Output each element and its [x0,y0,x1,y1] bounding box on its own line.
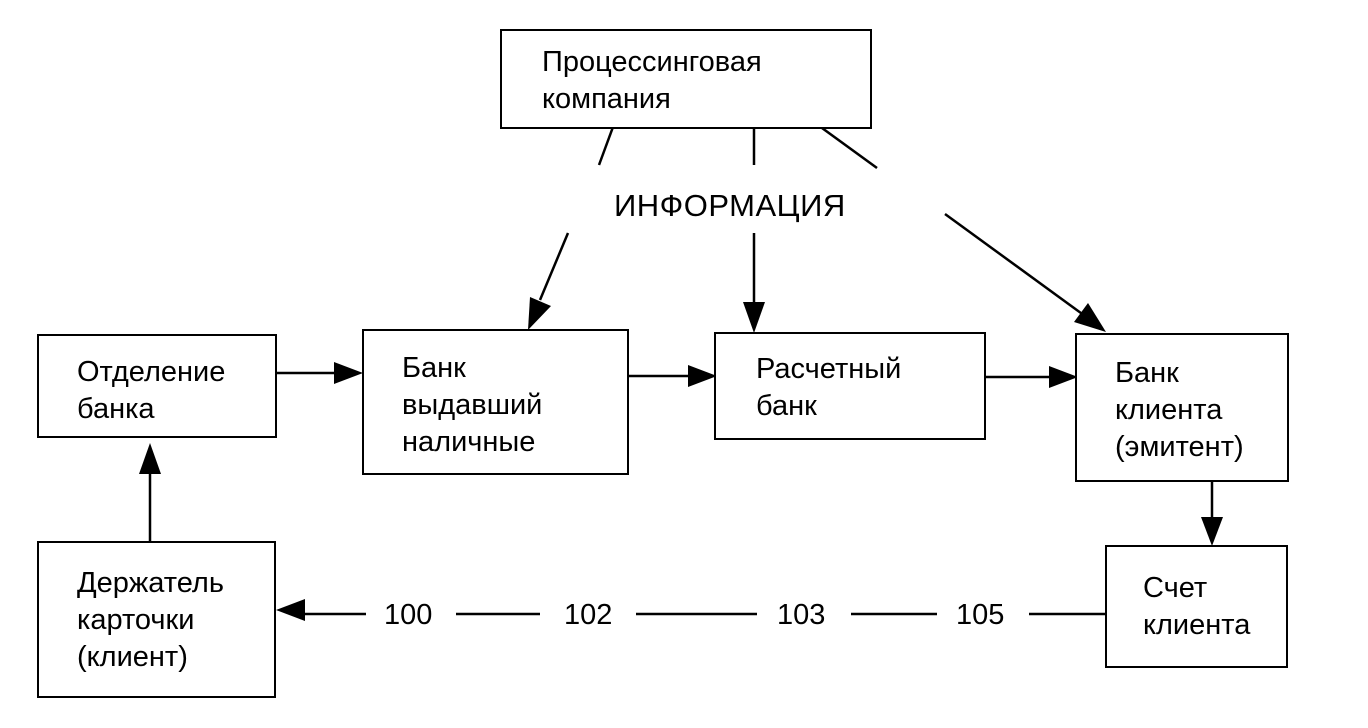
flow-number-103: 103 [777,599,826,631]
node-cardholder-line-3: (клиент) [77,641,188,673]
edge-processing-to-client-bank-lower [944,212,1086,318]
flow-number-102: 102 [564,599,613,631]
arrowhead-to-client-bank-from-settlement [1049,366,1078,388]
node-client-bank-line-1: Банк [1115,357,1179,389]
node-cash-bank-line-3: наличные [402,426,536,458]
node-settlement-line-2: банк [756,390,817,422]
node-processing-line-2: компания [542,83,671,115]
arrowhead-to-settlement [743,302,765,333]
arrowhead-to-branch [139,443,161,474]
node-account-line-1: Счет [1143,572,1208,604]
node-branch-line-1: Отделение [77,356,226,388]
node-branch-line-2: банка [77,393,155,425]
node-client-bank-line-3: (эмитент) [1115,431,1244,463]
node-cash-issuing-bank: Банк выдавший наличные [362,329,629,475]
flow-number-105: 105 [956,599,1005,631]
arrowhead-to-settlement-from-cash [688,365,717,387]
node-cardholder: Держатель карточки (клиент) [37,541,276,698]
flow-number-100: 100 [384,599,433,631]
node-processing-line-1: Процессинговая [542,46,762,78]
arrowhead-to-cardholder [276,599,305,621]
node-client-account: Счет клиента [1105,545,1288,668]
info-label: ИНФОРМАЦИЯ [614,188,846,223]
node-client-bank-issuer: Банк клиента (эмитент) [1075,333,1289,482]
arrowhead-to-cash-bank [528,297,551,330]
node-settlement-bank: Расчетный банк [714,332,986,440]
node-cash-bank-line-2: выдавший [402,389,543,421]
node-cardholder-line-1: Держатель [77,567,224,599]
node-cash-bank-line-1: Банк [402,352,466,384]
edge-processing-to-client-bank-upper [821,126,878,170]
node-settlement-line-1: Расчетный [756,353,902,385]
arrowhead-to-account [1201,517,1223,546]
node-processing-company: Процессинговая компания [500,29,872,129]
arrowhead-to-cash-bank-from-branch [334,362,363,384]
node-bank-branch: Отделение банка [37,334,277,438]
edge-processing-to-cash-bank-lower [538,232,570,301]
node-cardholder-line-2: карточки [77,604,195,636]
edge-processing-to-cash-bank-upper [597,126,615,166]
node-account-line-2: клиента [1143,609,1251,641]
arrowhead-to-client-bank [1074,303,1106,332]
node-client-bank-line-2: клиента [1115,394,1223,426]
